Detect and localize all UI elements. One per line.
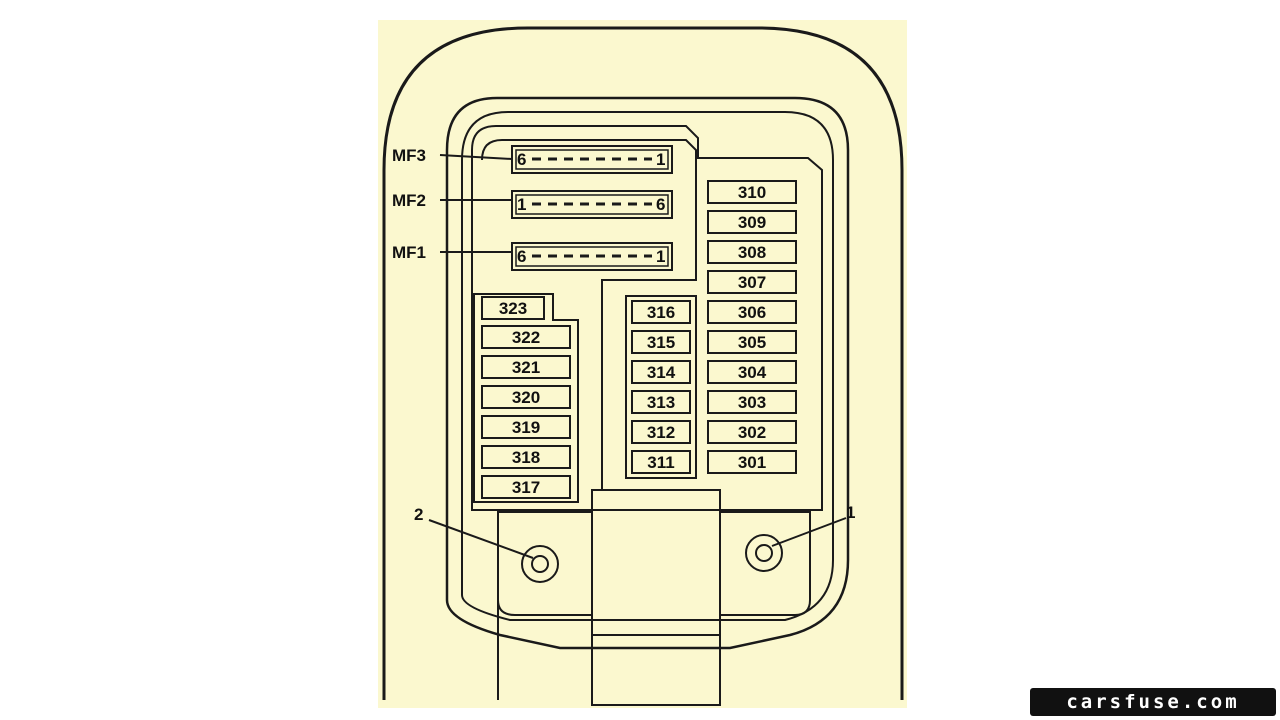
housing-inner-outline-2 [461,111,834,621]
fuse-314: 314 [631,360,691,384]
fuse-label: 301 [738,453,766,472]
fuse-304: 304 [707,360,797,384]
multifuse-right-pin: 1 [656,150,665,169]
bottom-bracket-outline [497,511,811,700]
fuse-label: 305 [738,333,766,352]
multifuse-id-label: MF2 [392,191,426,210]
fuse-label: 306 [738,303,766,322]
fuse-label: 307 [738,273,766,292]
fuse-310: 310 [707,180,797,204]
multifuse-block-outline [481,139,697,490]
fuse-label: 316 [647,303,675,322]
fuse-label: 302 [738,423,766,442]
fuse-320: 320 [481,385,571,409]
fuse-302: 302 [707,420,797,444]
bolt-left [521,545,559,583]
fuse-322: 322 [481,325,571,349]
multifuse-mf1: 6 1 MF1 [392,242,673,271]
housing-outer-outline [382,26,904,700]
multifuse-left-pin: 1 [517,195,526,214]
multifuse-left-pin: 6 [517,150,526,169]
callout-leader-2 [428,519,534,559]
fuse-label: 310 [738,183,766,202]
fuse-317: 317 [481,475,571,499]
middle-column-frame [625,295,697,479]
multifuse-id-label: MF3 [392,146,426,165]
fuse-label: 311 [647,453,674,472]
fuse-label: 313 [647,393,675,412]
fuse-312: 312 [631,420,691,444]
fuse-label: 304 [738,363,767,382]
multifuse-mf3: 6 1 MF3 [392,145,673,174]
bolt-right [745,534,783,572]
fuse-layer: 323 322 321 320 319 318 317 316 315 314 313 312 311 3… [481,180,797,499]
fuse-label: 314 [647,363,676,382]
fuse-label: 320 [512,388,540,407]
fuse-313: 313 [631,390,691,414]
fuse-307: 307 [707,270,797,294]
fuse-label: 321 [512,358,540,377]
fuse-label: 312 [647,423,675,442]
fuse-carrier-outline [471,125,823,511]
fuse-306: 306 [707,300,797,324]
multifuse-id-label: MF1 [392,243,426,262]
callout-label-2: 2 [414,505,423,524]
fuse-label: 303 [738,393,766,412]
fuse-308: 308 [707,240,797,264]
fuse-315: 315 [631,330,691,354]
fuse-318: 318 [481,445,571,469]
multifuse-right-pin: 1 [656,247,665,266]
callout-leader-1 [771,517,847,547]
multifuse-right-pin: 6 [656,195,665,214]
fuse-label: 323 [499,299,527,318]
callout-label-1: 1 [846,503,855,522]
fuse-323: 323 [481,296,545,320]
center-connector-lower [591,634,721,706]
fuse-label: 319 [512,418,540,437]
fuse-321: 321 [481,355,571,379]
multifuse-left-pin: 6 [517,247,526,266]
left-column-outline [473,293,579,503]
fuse-309: 309 [707,210,797,234]
fuse-303: 303 [707,390,797,414]
fuse-label: 318 [512,448,540,467]
multifuse-mf2: 1 6 MF2 [392,190,673,219]
fuse-311: 311 [631,450,691,474]
fuse-319: 319 [481,415,571,439]
fuse-label: 308 [738,243,766,262]
fuse-305: 305 [707,330,797,354]
housing-inner-outline [445,96,850,650]
fuse-316: 316 [631,300,691,324]
watermark-logo: carsfuse.com [1030,688,1276,716]
fuse-label: 317 [512,478,540,497]
fuse-301: 301 [707,450,797,474]
diagram-background [378,20,907,708]
fuse-label: 309 [738,213,766,232]
fuse-label: 315 [647,333,675,352]
fuse-label: 322 [512,328,540,347]
